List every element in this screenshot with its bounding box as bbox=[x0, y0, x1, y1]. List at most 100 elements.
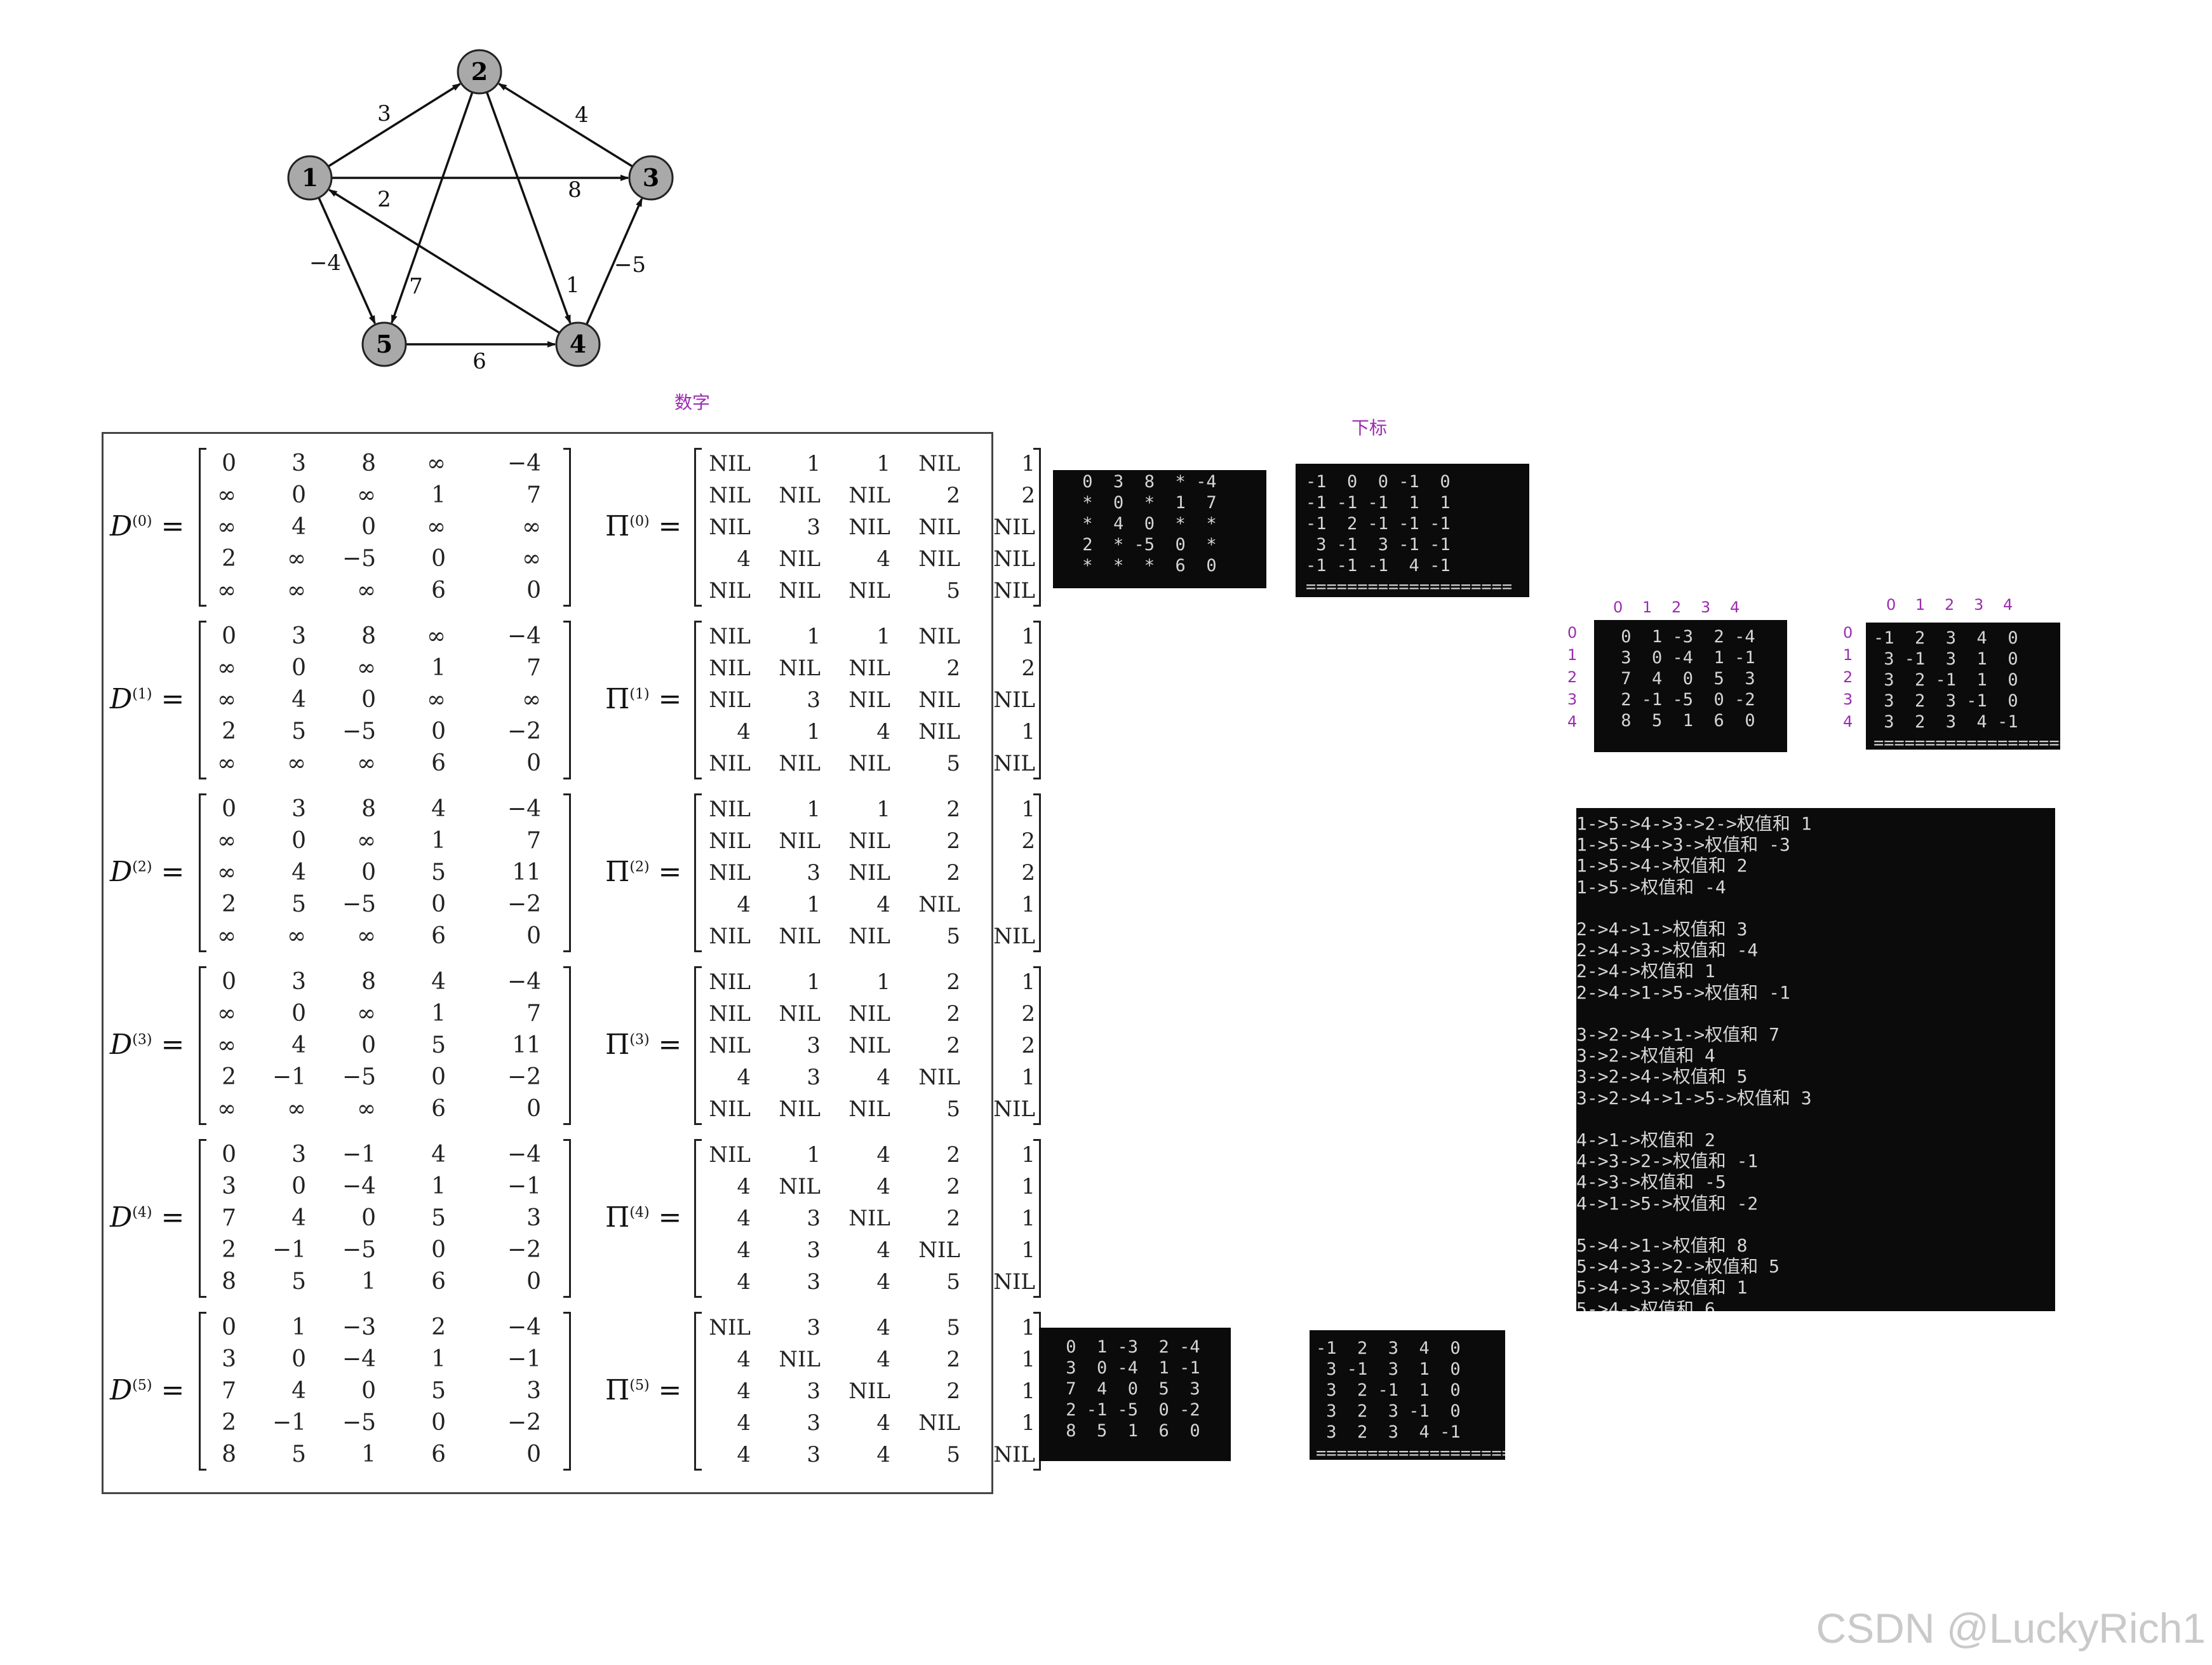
pi-matrix-cell: 3 bbox=[807, 687, 821, 713]
pi-matrix-cell: 3 bbox=[807, 860, 821, 886]
pi-matrix-cell: 4 bbox=[876, 546, 890, 572]
d-matrix-cell: 0 bbox=[361, 859, 376, 886]
d-matrix-cell: 5 bbox=[292, 1441, 306, 1467]
console-line: 3 2 3 4 -1 bbox=[1316, 1422, 1461, 1442]
pi-matrix-cell: NIL bbox=[709, 1315, 751, 1340]
d-matrix-cell: 0 bbox=[361, 1205, 376, 1231]
column-index-label: 1 bbox=[1642, 598, 1652, 616]
pi-matrix-cell: 4 bbox=[737, 1206, 751, 1231]
row-index-label: 4 bbox=[1567, 713, 1578, 731]
pi-matrix-cell: 4 bbox=[876, 1315, 890, 1340]
watermark: CSDN @LuckyRich1 bbox=[1816, 1605, 2206, 1652]
console-line bbox=[1576, 1214, 2055, 1235]
console-line bbox=[1576, 1109, 2055, 1129]
pi-matrix-cell: NIL bbox=[848, 860, 890, 886]
pi-matrix-cell: 4 bbox=[876, 1410, 890, 1436]
pi-matrix-cell: 4 bbox=[737, 1237, 751, 1263]
console-line: 4->1->5->权值和 -2 bbox=[1576, 1192, 1759, 1214]
pi-matrix-cell: 2 bbox=[1021, 656, 1035, 681]
pi-matrix-cell: 4 bbox=[737, 892, 751, 917]
d-matrix-cell: 0 bbox=[431, 891, 446, 917]
pi-matrix-cell: 3 bbox=[807, 1065, 821, 1090]
node-4 bbox=[555, 321, 601, 367]
pi-matrix-label: Π(2) = bbox=[605, 856, 682, 888]
d-matrix-cell: 0 bbox=[526, 577, 541, 603]
edge-2-5 bbox=[391, 91, 474, 324]
console-line: 3 2 -1 1 0 bbox=[1873, 670, 2018, 690]
d-matrix-cell: ∞ bbox=[357, 828, 376, 854]
d-matrix-cell: −1 bbox=[272, 1237, 306, 1263]
pi-matrix-cell: NIL bbox=[848, 924, 890, 949]
pi-matrix-cell: 1 bbox=[807, 451, 821, 476]
d-matrix-cell: 3 bbox=[222, 1173, 236, 1199]
pi-matrix-cell: 1 bbox=[1021, 624, 1035, 649]
pi-matrix-cell: 1 bbox=[1021, 969, 1035, 995]
d-matrix-cell: −1 bbox=[507, 1346, 541, 1372]
d-matrix-cell: 1 bbox=[361, 1269, 376, 1295]
d-matrix-cell: 2 bbox=[222, 891, 236, 917]
d-matrix-cell: 6 bbox=[431, 923, 446, 949]
d-matrix-cell: 2 bbox=[222, 1064, 236, 1090]
edge-3-2 bbox=[497, 83, 634, 168]
console-line: 5->4->权值和 6 bbox=[1576, 1298, 1715, 1311]
pi-matrix-cell: 3 bbox=[807, 1206, 821, 1231]
d-matrix-cell: 0 bbox=[431, 1064, 446, 1090]
d-matrix-cell: 4 bbox=[292, 514, 306, 540]
pi-matrix-cell: 5 bbox=[946, 924, 960, 949]
pi-matrix-cell: NIL bbox=[993, 515, 1035, 540]
pi-matrix-cell: 2 bbox=[946, 1174, 960, 1199]
d-matrix-cell: −4 bbox=[507, 796, 541, 822]
d-matrix-cell: ∞ bbox=[357, 577, 376, 603]
d-matrix-cell: 7 bbox=[526, 655, 541, 681]
d-matrix-cell: ∞ bbox=[357, 1001, 376, 1027]
pi-matrix-cell: NIL bbox=[993, 546, 1035, 572]
pi-matrix-cell: NIL bbox=[709, 483, 751, 508]
d-matrix-cell: 0 bbox=[526, 1269, 541, 1295]
d-matrix-label: D(5) = bbox=[110, 1374, 185, 1406]
pi-matrix-cell: 1 bbox=[807, 624, 821, 649]
console-final-distance-indexed: 0 1 -3 2 -4 3 0 -4 1 -1 7 4 0 5 3 2 -1 -… bbox=[1594, 620, 1787, 752]
console-separator: ==================== bbox=[1306, 577, 1513, 597]
column-index-label: 2 bbox=[1672, 598, 1682, 616]
d-matrix-cell: 0 bbox=[222, 450, 236, 476]
d-matrix-cell: 0 bbox=[431, 546, 446, 572]
console-separator: ==================== bbox=[1316, 1443, 1505, 1460]
pi-matrix-cell: 2 bbox=[946, 1379, 960, 1404]
pi-matrix-cell: 1 bbox=[1021, 1206, 1035, 1231]
d-matrix-cell: 3 bbox=[292, 1142, 306, 1168]
pi-matrix-cell: NIL bbox=[848, 1001, 890, 1027]
d-matrix-cell: −1 bbox=[272, 1064, 306, 1090]
pi-matrix-cell: 4 bbox=[737, 1347, 751, 1372]
d-matrix-cell: ∞ bbox=[357, 655, 376, 681]
console-line: 4->3->2->权值和 -1 bbox=[1576, 1150, 1759, 1172]
pi-matrix-cell: NIL bbox=[709, 515, 751, 540]
digits-label: 数字 bbox=[674, 392, 711, 413]
pi-matrix-cell: 5 bbox=[946, 1096, 960, 1122]
edge-weight-5-4: 6 bbox=[473, 349, 486, 374]
d-matrix-cell: −5 bbox=[342, 891, 376, 917]
pi-matrix-cell: 1 bbox=[807, 719, 821, 745]
console-line: 3->2->4->1->5->权值和 3 bbox=[1576, 1087, 1812, 1109]
pi-matrix-cell: 5 bbox=[946, 751, 960, 776]
pi-matrix-cell: 1 bbox=[1021, 892, 1035, 917]
d-matrix-cell: 0 bbox=[292, 655, 306, 681]
console-line: 3->2->权值和 4 bbox=[1576, 1045, 1715, 1067]
pi-matrix-cell: NIL bbox=[779, 1174, 821, 1199]
pi-matrix-cell: 4 bbox=[876, 1065, 890, 1090]
edge-weight-3-2: 4 bbox=[575, 102, 589, 128]
pi-matrix-cell: NIL bbox=[848, 1096, 890, 1122]
edge-4-3 bbox=[586, 198, 643, 325]
d-matrix-cell: 6 bbox=[431, 750, 446, 776]
pi-matrix-cell: NIL bbox=[709, 1001, 751, 1027]
d-matrix-cell: ∞ bbox=[427, 687, 446, 713]
pi-matrix-cell: 5 bbox=[946, 1442, 960, 1467]
console-line: 5->4->3->权值和 1 bbox=[1576, 1277, 1748, 1298]
